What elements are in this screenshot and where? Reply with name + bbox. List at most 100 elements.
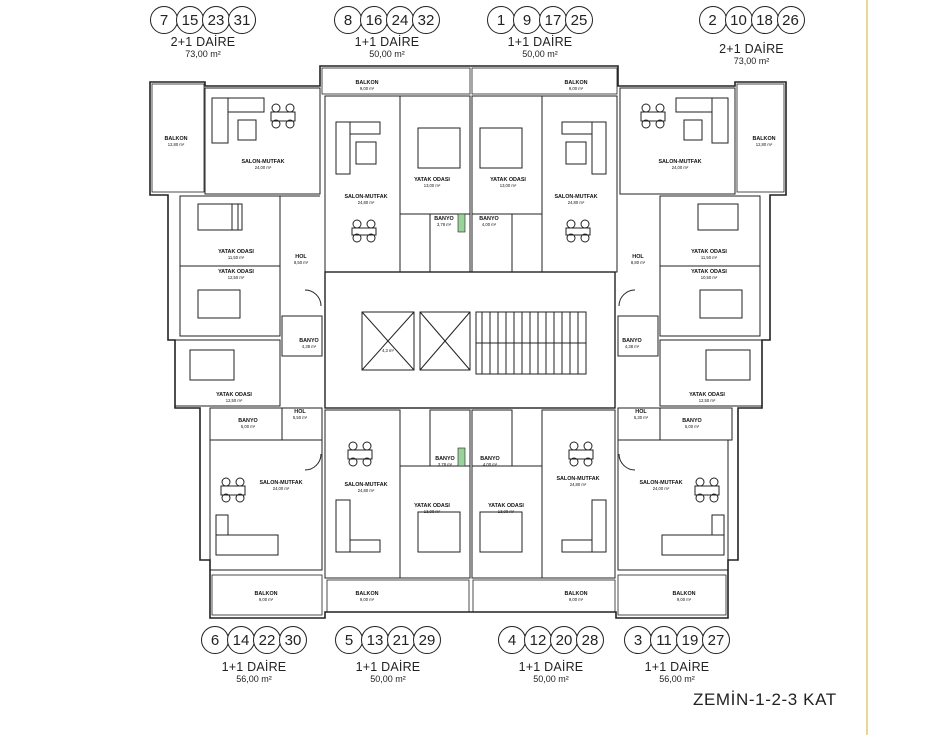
unit-number: 30 <box>279 626 307 654</box>
room-label: YATAK ODASI <box>691 269 727 275</box>
unit-type: 1+1 DAİRE <box>221 660 287 674</box>
room-area: 12,80 m² <box>168 142 185 147</box>
room-label: BANYO <box>435 456 454 462</box>
unit-number: 31 <box>228 6 256 34</box>
room-area: 4,00 m² <box>483 462 498 467</box>
unit-area: 50,00 m² <box>369 49 405 59</box>
room-label: SALON-MUTFAK <box>556 476 599 482</box>
room-label: YATAK ODASI <box>414 177 450 183</box>
unit-number-row: 1 9 17 25 <box>475 6 605 34</box>
unit-number: 28 <box>576 626 604 654</box>
room-label: SALON-MUTFAK <box>241 159 284 165</box>
room-label: YATAK ODASI <box>490 177 526 183</box>
bathroom-fixture <box>457 447 466 467</box>
room-label: YATAK ODASI <box>689 392 725 398</box>
room-area: 9,00 m² <box>569 86 584 91</box>
unit-number-row: 3 11 19 27 <box>612 626 742 654</box>
room-area: 5,30 m² <box>634 415 649 420</box>
room-area: 9,00 m² <box>677 597 692 602</box>
room-label: SALON-MUTFAK <box>344 482 387 488</box>
room-label: SALON-MUTFAK <box>639 480 682 486</box>
room-label: BALKON <box>752 136 775 142</box>
room-label: HOL <box>635 409 647 415</box>
unit-number-row: 7 15 23 31 <box>138 6 268 34</box>
room-area: 9,00 m² <box>569 597 584 602</box>
unit-area: 56,00 m² <box>659 674 695 684</box>
room-area: 8,80 m² <box>631 260 646 265</box>
unit-number: 12 <box>524 626 552 654</box>
unit-area: 56,00 m² <box>236 674 272 684</box>
unit-number: 2 <box>698 6 727 34</box>
room-label: SALON-MUTFAK <box>658 159 701 165</box>
room-label: SALON-MUTFAK <box>554 194 597 200</box>
room-area: 11,50 m² <box>701 255 718 260</box>
room-area: 12,80 m² <box>756 142 773 147</box>
room-area: 5,00 m² <box>685 424 700 429</box>
room-label: BALKON <box>355 80 378 86</box>
unit-type: 1+1 DAİRE <box>507 35 573 49</box>
unit-label-bottom-4: 3 11 19 27 1+1 DAİRE 56,00 m² <box>612 626 742 684</box>
unit-number: 14 <box>227 626 255 654</box>
room-area: 12,50 m² <box>699 398 716 403</box>
room-label: BALKON <box>164 136 187 142</box>
room-area: 9,00 m² <box>259 597 274 602</box>
room-label: BANYO <box>238 418 257 424</box>
balkon-side-left <box>151 83 205 193</box>
room-label: BALKON <box>254 591 277 597</box>
room-label: YATAK ODASI <box>691 249 727 255</box>
unit-type: 1+1 DAİRE <box>644 660 710 674</box>
unit-area: 73,00 m² <box>185 49 221 59</box>
unit-label-top-1: 7 15 23 31 2+1 DAİRE 73,00 m² <box>138 6 268 59</box>
unit-label-bottom-1: 6 14 22 30 1+1 DAİRE 56,00 m² <box>189 626 319 684</box>
unit-label-top-3: 1 9 17 25 1+1 DAİRE 50,00 m² <box>475 6 605 59</box>
unit-number-row: 8 16 24 32 <box>322 6 452 34</box>
unit-area: 50,00 m² <box>370 674 406 684</box>
unit-type: 1+1 DAİRE <box>518 660 584 674</box>
room-area: 24,80 m² <box>570 482 587 487</box>
room-label: YATAK ODASI <box>216 392 252 398</box>
room-area: 24,00 m² <box>653 486 670 491</box>
unit-number: 10 <box>724 6 753 34</box>
unit-number: 1 <box>487 6 515 34</box>
unit-label-bottom-2: 5 13 21 29 1+1 DAİRE 50,00 m² <box>323 626 453 684</box>
room-area: 4,38 m² <box>625 344 640 349</box>
unit-label-top-2: 8 16 24 32 1+1 DAİRE 50,00 m² <box>322 6 452 59</box>
unit-number: 13 <box>361 626 389 654</box>
room-area: 13,00 m² <box>424 509 441 514</box>
balkon-top-right <box>471 67 618 95</box>
room-label: SALON-MUTFAK <box>344 194 387 200</box>
room-label: BALKON <box>564 80 587 86</box>
unit-number: 7 <box>150 6 178 34</box>
unit-area: 50,00 m² <box>522 49 558 59</box>
unit-type: 1+1 DAİRE <box>354 35 420 49</box>
unit-number: 24 <box>386 6 414 34</box>
unit-number: 17 <box>539 6 567 34</box>
unit-number: 11 <box>650 626 678 654</box>
balkon-top-left <box>321 67 471 95</box>
room-label: HOL <box>632 254 644 260</box>
room-label: YATAK ODASI <box>488 503 524 509</box>
elevator-area: 4,3 m² <box>382 348 394 353</box>
unit-number-row: 5 13 21 29 <box>323 626 453 654</box>
room-label: BANYO <box>622 338 641 344</box>
balkon-bottom-2 <box>326 579 470 613</box>
room-area: 12,50 m² <box>226 398 243 403</box>
room-area: 5,00 m² <box>241 424 256 429</box>
unit-number: 16 <box>360 6 388 34</box>
unit-number: 18 <box>750 6 779 34</box>
unit-number-row: 4 12 20 28 <box>486 626 616 654</box>
room-area: 13,00 m² <box>498 509 515 514</box>
unit-number: 4 <box>498 626 526 654</box>
room-area: 8,50 m² <box>294 260 309 265</box>
room-area: 24,80 m² <box>358 200 375 205</box>
unit-number: 6 <box>201 626 229 654</box>
unit-number: 32 <box>412 6 440 34</box>
room-area: 12,50 m² <box>228 275 245 280</box>
room-label: BALKON <box>564 591 587 597</box>
balkon-bottom-4 <box>617 574 727 616</box>
room-label: BANYO <box>682 418 701 424</box>
room-area: 3,78 m² <box>438 462 453 467</box>
room-area: 13,00 m² <box>424 183 441 188</box>
